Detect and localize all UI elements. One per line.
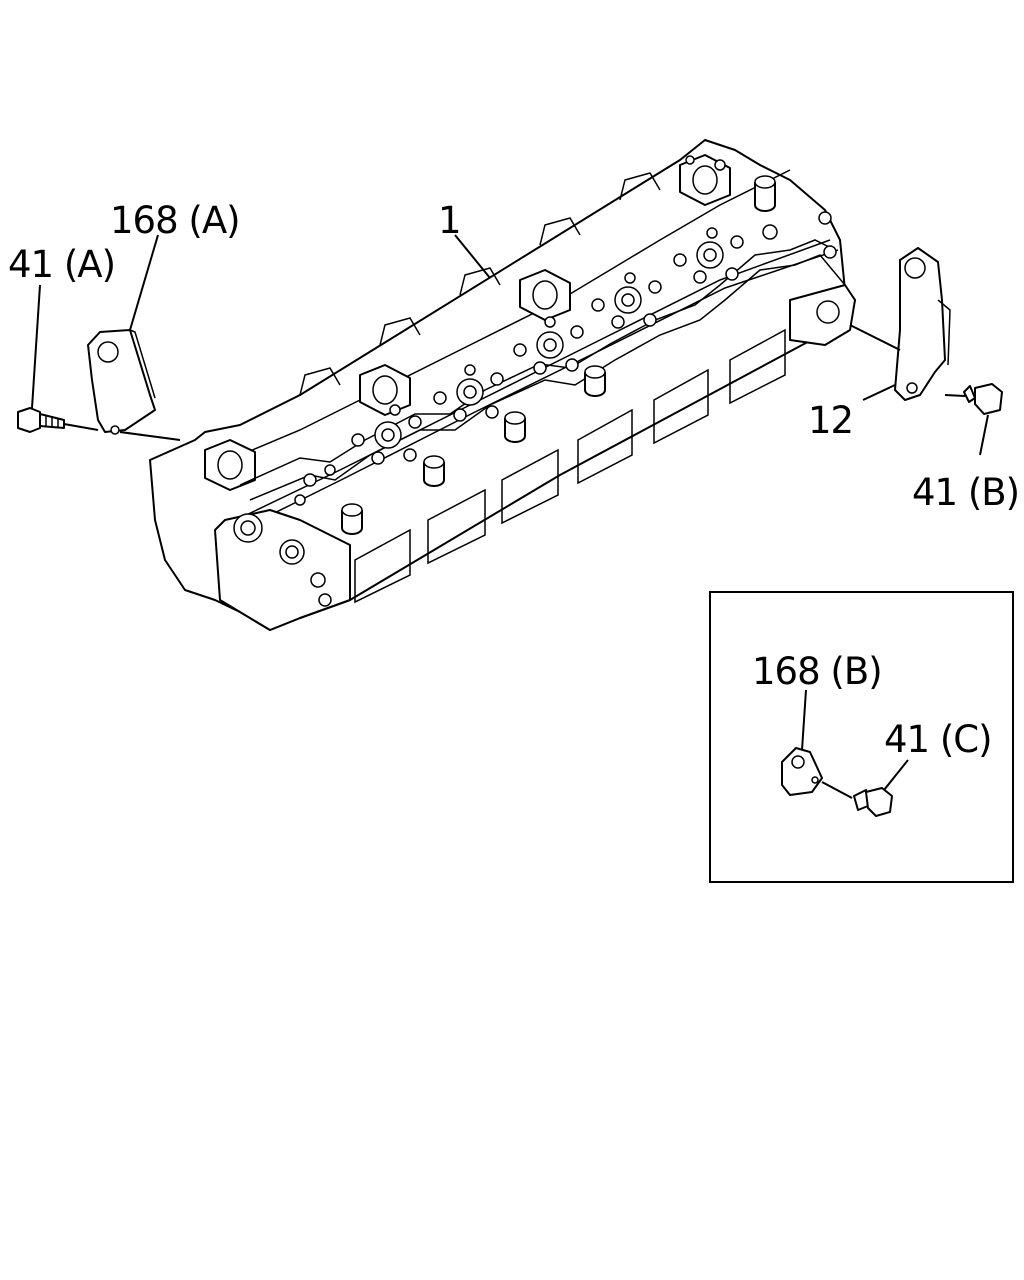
callout-41a: 41 (A) [8, 243, 115, 286]
bolt-41c [853, 787, 893, 817]
callout-168b: 168 (B) [752, 650, 882, 693]
leader-lines [31, 234, 989, 791]
cam-journals [204, 154, 731, 491]
callout-1: 1 [438, 199, 461, 242]
bracket-168a [87, 329, 156, 435]
inset-frame [709, 591, 1014, 883]
bolt-41b [963, 383, 1003, 415]
callout-41b: 41 (B) [912, 471, 1019, 514]
bracket-168b [781, 747, 823, 796]
valve-holes [294, 227, 744, 506]
cylinder-head [149, 139, 856, 631]
exhaust-ports [354, 328, 786, 604]
callout-168a: 168 (A) [110, 199, 240, 242]
injector-bosses [341, 175, 776, 535]
bracket-12 [894, 247, 951, 401]
callout-12: 12 [808, 399, 853, 442]
callout-41c: 41 (C) [884, 718, 992, 761]
bolt-41a [17, 407, 65, 433]
